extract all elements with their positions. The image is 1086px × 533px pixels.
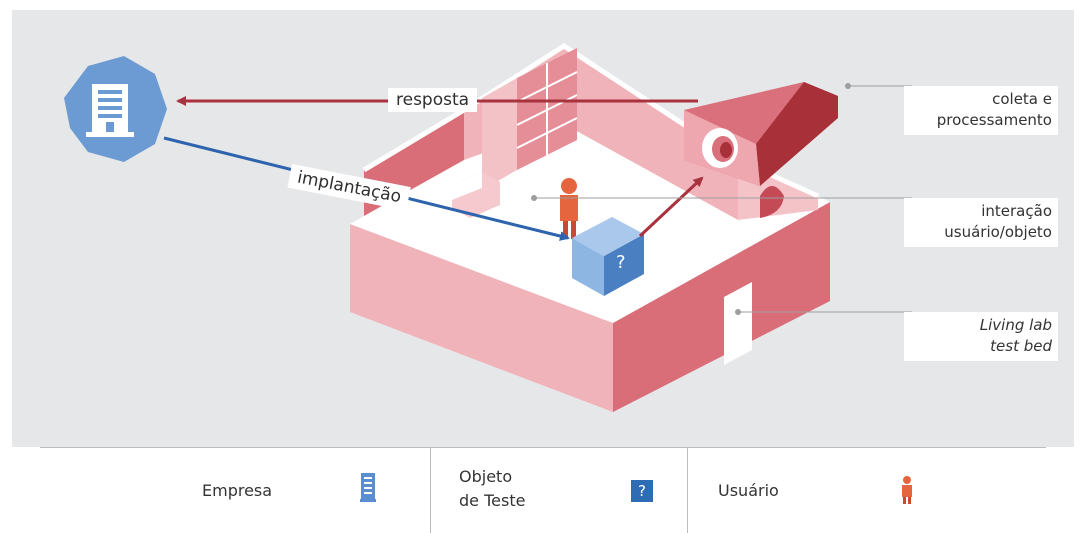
box-question-mark: ? xyxy=(616,252,626,273)
leader-lines xyxy=(534,85,912,313)
legend-label: Objeto de Teste xyxy=(459,467,526,510)
living-lab-scene: ? xyxy=(12,10,1074,447)
collection-annotation: coleta e processamento xyxy=(904,86,1058,135)
capture-arrow xyxy=(638,176,704,238)
legend-item-test-object: Objeto de Teste ? xyxy=(431,447,687,533)
legend-top-rule xyxy=(40,447,1046,448)
legend-item-user: Usuário xyxy=(688,447,1046,533)
response-label: resposta xyxy=(388,88,478,112)
camera xyxy=(684,82,838,218)
legend-divider xyxy=(687,447,688,533)
test-object-box: ? xyxy=(572,217,644,296)
legend-label: Usuário xyxy=(718,481,779,500)
legend-label: Empresa xyxy=(202,481,273,500)
company-building xyxy=(64,56,167,162)
user-figure xyxy=(560,178,578,239)
leader-dot xyxy=(735,309,741,315)
scene-illustration: ? xyxy=(64,43,912,412)
legend-divider xyxy=(430,447,431,533)
building-icon xyxy=(360,473,376,502)
person-icon xyxy=(902,476,912,504)
bookshelf xyxy=(482,48,578,190)
question-box-icon: ? xyxy=(631,480,653,502)
legend: Empresa Objeto de Teste ? Usuário xyxy=(40,447,1086,533)
door xyxy=(724,282,752,365)
interaction-annotation: interação usuário/objeto xyxy=(904,198,1058,247)
armchair xyxy=(452,172,500,218)
leader-dot xyxy=(845,83,851,89)
room xyxy=(350,43,830,412)
legend-item-company: Empresa xyxy=(40,447,430,533)
testbed-annotation: Living lab test bed xyxy=(904,312,1058,361)
leader-dot xyxy=(531,195,537,201)
